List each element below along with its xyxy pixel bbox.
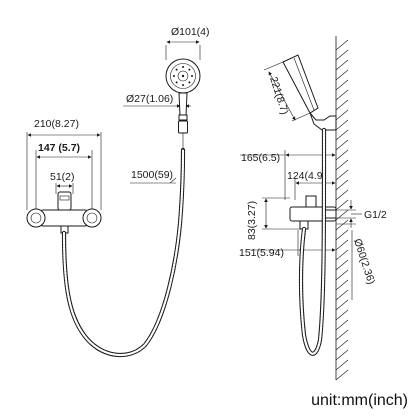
- wall-hatch-line: [335, 79, 349, 91]
- wall-hatch-line: [335, 139, 349, 151]
- hose-side: [298, 127, 327, 356]
- wall-hatch-line: [335, 219, 349, 231]
- handle-diameter-label: Ø27(1.06): [126, 93, 173, 105]
- dim-projection-mid: 124(4.9): [287, 170, 336, 200]
- wall-hatch-line: [335, 119, 349, 131]
- projection-total-label: 165(6.5): [241, 152, 280, 164]
- wall-hatch-line: [335, 89, 349, 101]
- unit-note: unit:mm(inch): [311, 392, 408, 409]
- wall-hatch-line: [335, 269, 349, 281]
- mixer-centers-label: 147 (5.7): [38, 142, 80, 154]
- shower-head-side: [282, 54, 337, 131]
- wall-hatch-line: [335, 329, 349, 341]
- wall-hatch-line: [335, 279, 349, 291]
- dim-mixer-centers: 147 (5.7): [35, 142, 93, 209]
- wall-hatch-line: [335, 319, 349, 331]
- wall-hatch-line: [335, 189, 349, 201]
- head-length-label: 221(8.7): [267, 75, 290, 116]
- height-label: 83(3.27): [246, 201, 258, 240]
- wall-hatch-line: [335, 259, 349, 271]
- wall-hatch-line: [335, 359, 349, 371]
- spout-projection-label: 151(5.94): [239, 247, 284, 259]
- head-diameter-label: Ø101(4): [171, 26, 210, 38]
- wall-hatch-line: [335, 59, 349, 71]
- connection-label: G1/2: [364, 209, 387, 221]
- wall-hatch-line: [335, 339, 349, 351]
- wall-hatch-line: [335, 239, 349, 251]
- hose-front: [61, 147, 186, 358]
- wall-hatch-line: [335, 159, 349, 171]
- wall-hatch-line: [335, 179, 349, 191]
- wall-hatch-line: [335, 69, 349, 81]
- spout-diameter-label: Ø60(2.36): [351, 237, 377, 286]
- wall-hatch-line: [335, 249, 349, 261]
- dim-spout-diameter: Ø60(2.36): [336, 223, 377, 300]
- wall-hatch-line: [335, 109, 349, 121]
- wall: [335, 36, 349, 381]
- wall-hatch-line: [335, 229, 349, 241]
- dim-spout-projection: 151(5.94): [239, 230, 336, 259]
- dim-head-diameter: Ø101(4): [165, 26, 210, 60]
- projection-mid-label: 124(4.9): [287, 170, 326, 182]
- wall-hatch-line: [335, 39, 349, 51]
- hose-length-label: 1500(59): [131, 169, 173, 181]
- dim-connection: G1/2: [336, 200, 387, 228]
- dim-hose-length: 1500(59): [130, 169, 177, 184]
- mixer-total-label: 210(8.27): [34, 118, 79, 130]
- wall-hatch-line: [335, 199, 349, 211]
- dim-height: 83(3.27): [246, 197, 300, 240]
- mixer-inner-label: 51(2): [50, 171, 75, 183]
- wall-hatch-line: [335, 299, 349, 311]
- wall-hatch-line: [335, 309, 349, 321]
- wall-hatch-line: [335, 169, 349, 181]
- dim-handle-diameter: Ø27(1.06): [123, 93, 191, 108]
- wall-hatch-line: [335, 149, 349, 161]
- mixer-side: [289, 195, 337, 230]
- wall-hatch-line: [335, 99, 349, 111]
- wall-hatch-line: [335, 349, 349, 361]
- dim-mixer-inner: 51(2): [50, 171, 75, 194]
- wall-hatch-line: [335, 49, 349, 61]
- wall-hatch-line: [335, 289, 349, 301]
- dim-mixer-total: 210(8.27): [26, 118, 102, 210]
- wall-hatch-line: [335, 209, 349, 221]
- dim-projection-total: 165(6.5): [240, 150, 336, 200]
- shower-head-front: [165, 58, 201, 150]
- mixer-front: [26, 191, 102, 234]
- wall-hatch-line: [335, 369, 349, 381]
- wall-hatch-line: [335, 129, 349, 141]
